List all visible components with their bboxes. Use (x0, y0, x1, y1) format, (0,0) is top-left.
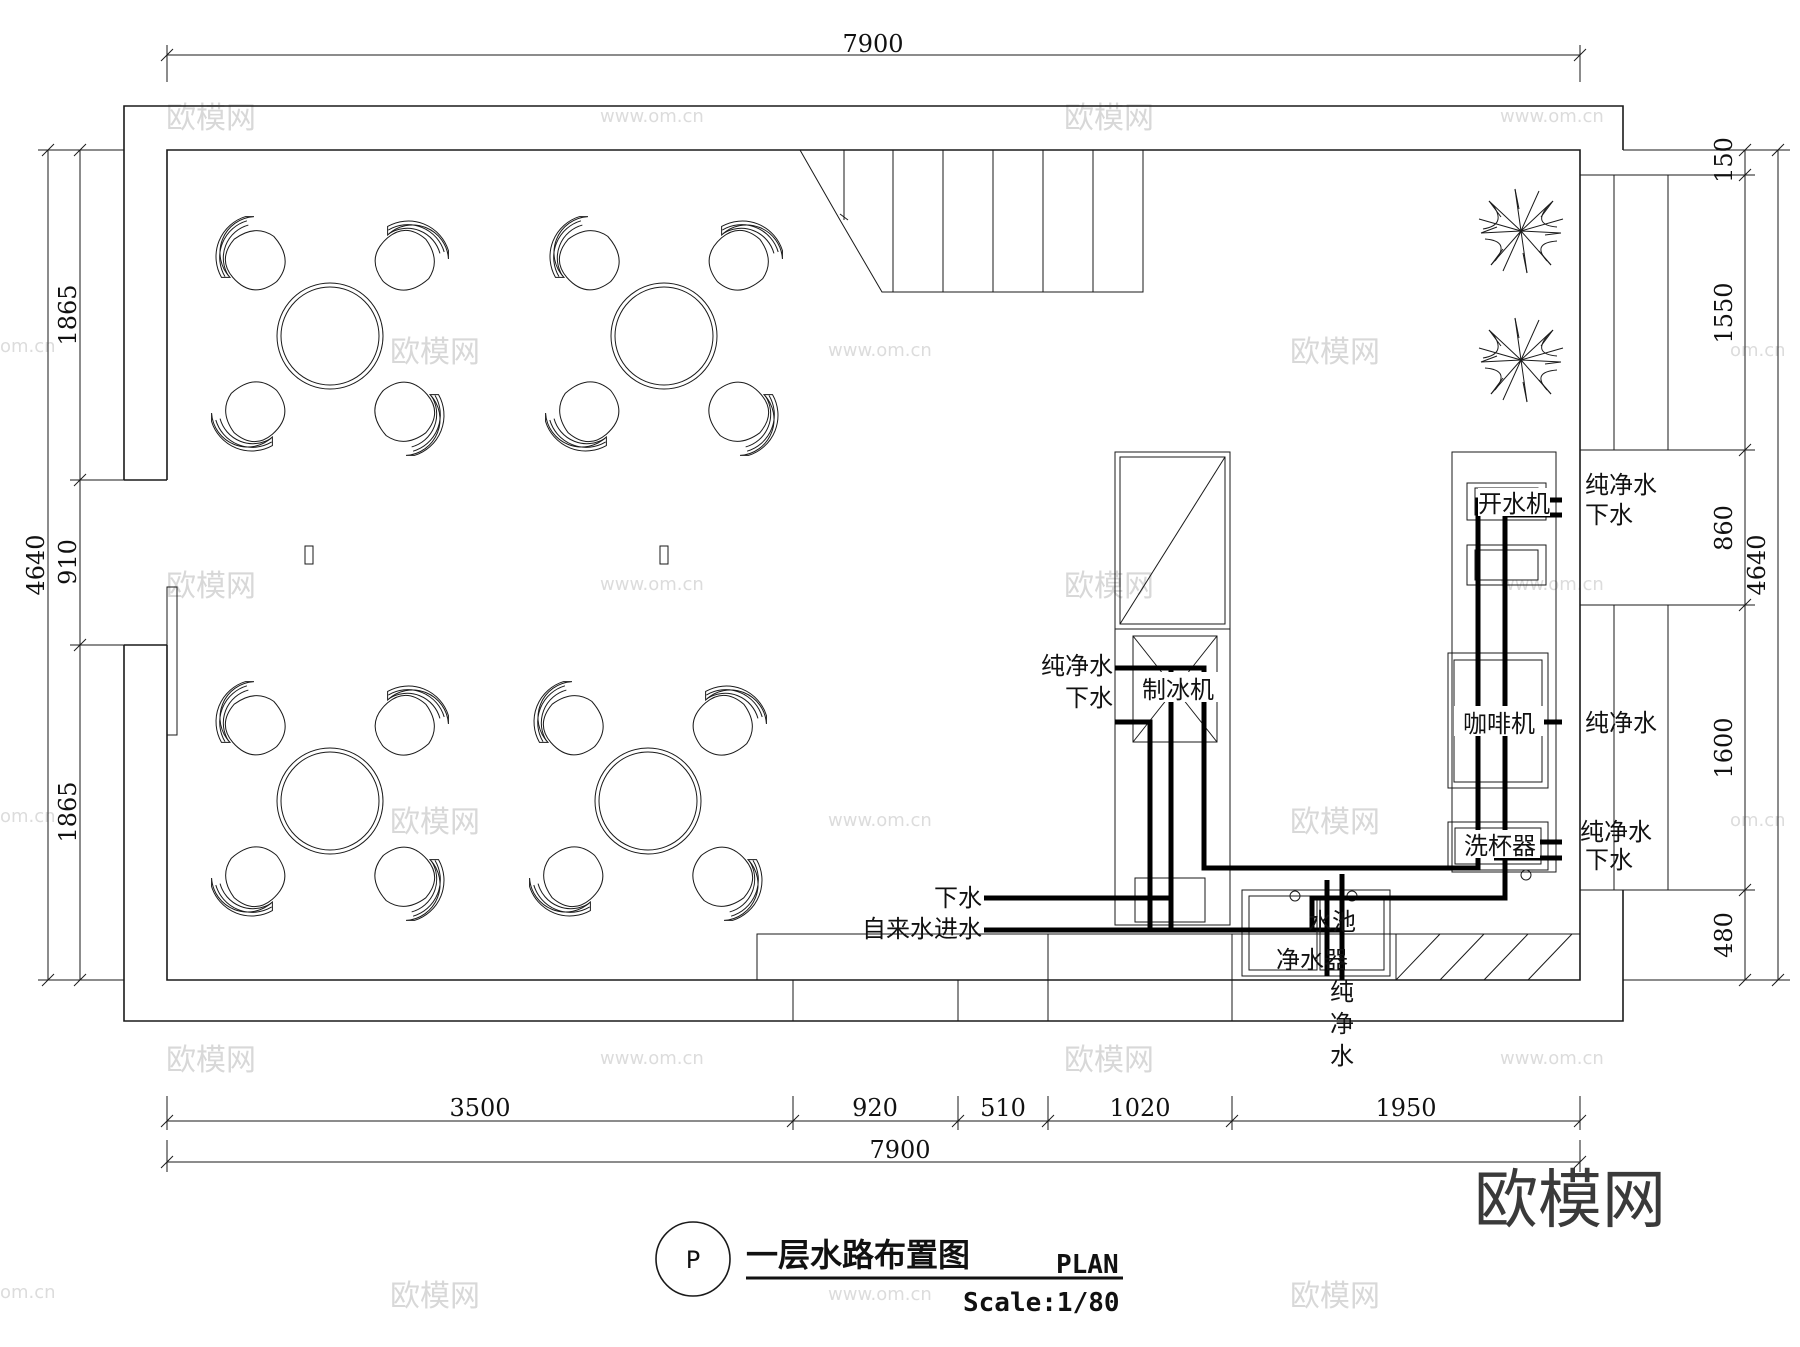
pipe-labels: 纯净水 下水 纯净水 下水 纯净水 纯净水 下水 下水 自来水进水 纯 净 水 (862, 471, 1657, 1070)
purifier-out-label-2: 净 (1330, 1010, 1354, 1038)
watermark-url: om.cn (1730, 340, 1786, 361)
watermark-url: www.om.cn (828, 1284, 932, 1305)
plant-icon (1478, 317, 1564, 403)
plan-symbol-circle (655, 1221, 731, 1297)
boiler-pure-label: 纯净水 (1585, 471, 1657, 499)
coffee-pure-label: 纯净水 (1585, 709, 1657, 737)
plan-scale: Scale:1/80 (963, 1288, 1120, 1318)
dining-set (199, 669, 461, 933)
bottom-dimension: 1950 (1375, 1094, 1436, 1122)
watermark-url: www.om.cn (1500, 106, 1604, 127)
watermark-url: www.om.cn (828, 340, 932, 361)
door-panel (166, 586, 178, 736)
bottom-dimension: 1020 (1109, 1094, 1170, 1122)
right-dimension: 480 (1710, 912, 1738, 958)
watermark-logo: 欧模网 (1290, 805, 1380, 840)
watermark-url: www.om.cn (1500, 574, 1604, 595)
plant-icon (1478, 188, 1564, 274)
window (1579, 604, 1669, 891)
watermark-logo: 欧模网 (166, 569, 256, 604)
main-inlet-label: 自来水进水 (862, 915, 982, 943)
left-dimension: 1865 (54, 781, 82, 842)
washer-drain-label: 下水 (1585, 846, 1633, 874)
right-dimension: 860 (1710, 505, 1738, 551)
dining-set (199, 204, 461, 468)
ice-drain-label: 下水 (1065, 684, 1113, 712)
plan-symbol: P (686, 1246, 700, 1274)
bottom-dimension: 510 (980, 1094, 1026, 1122)
right-dimension: 1550 (1710, 282, 1738, 343)
ice-pure-label: 纯净水 (1041, 652, 1113, 680)
watermark-url: om.cn (1730, 810, 1786, 831)
right-dimensions: 150 1550 860 1600 480 4640 (1623, 137, 1790, 987)
watermark-layer: 欧模网 www.om.cn 欧模网 www.om.cn om.cn 欧模网 ww… (0, 101, 1786, 1314)
column-marker (304, 545, 314, 565)
pipe-ice-pure (1115, 665, 1174, 930)
watermark-url: om.cn (0, 806, 56, 827)
dining-set (533, 204, 795, 468)
top-total-dimension: 7900 (842, 30, 903, 58)
watermark-url: om.cn (0, 336, 56, 357)
watermark-logo: 欧模网 (1064, 1043, 1154, 1078)
right-dimension: 1600 (1710, 717, 1738, 778)
water-boiler-label: 开水机 (1478, 490, 1550, 518)
watermark-logo: 欧模网 (1290, 335, 1380, 370)
watermark-logo: 欧模网 (1290, 1279, 1380, 1314)
watermark-logo: 欧模网 (390, 805, 480, 840)
watermark-logo: 欧模网 (166, 1043, 256, 1078)
sink-label: 水池 (1308, 908, 1356, 936)
purifier-label: 净水器 (1276, 946, 1348, 974)
left-dimensions: 1865 910 1865 4640 (22, 143, 124, 987)
boiler-drain-label: 下水 (1585, 501, 1633, 529)
brand-logo: 欧模网 (1474, 1164, 1666, 1238)
plan-label: PLAN (1056, 1250, 1119, 1280)
watermark-url: www.om.cn (600, 106, 704, 127)
walls (123, 105, 1669, 1022)
plan-title: 一层水路布置图 (746, 1236, 970, 1274)
top-dimension: 7900 (160, 30, 1587, 82)
bottom-dimension: 920 (852, 1094, 898, 1122)
left-dimension: 1865 (54, 284, 82, 345)
dining-set (517, 669, 779, 933)
right-total-dimension: 4640 (1743, 534, 1771, 595)
sink (1241, 889, 1391, 977)
column-marker (659, 545, 669, 565)
left-dimension: 910 (54, 539, 82, 585)
watermark-url: www.om.cn (828, 810, 932, 831)
bottom-dimensions: 3500 920 510 1020 1950 7900 (160, 1094, 1587, 1172)
watermark-url: www.om.cn (600, 1048, 704, 1069)
bottom-dimension: 3500 (449, 1094, 510, 1122)
left-total-dimension: 4640 (22, 534, 50, 595)
watermark-logo: 欧模网 (1064, 569, 1154, 604)
watermark-url: www.om.cn (600, 574, 704, 595)
coffee-machine-label: 咖啡机 (1463, 710, 1535, 738)
watermark-url: om.cn (0, 1282, 56, 1303)
cup-washer-unit (1447, 821, 1549, 871)
watermark-logo: 欧模网 (390, 335, 480, 370)
washer-pure-label: 纯净水 (1580, 818, 1652, 846)
main-drain-label: 下水 (934, 884, 982, 912)
ice-machine-label: 制冰机 (1142, 676, 1214, 704)
staircase (799, 149, 1144, 293)
right-dimension: 150 (1710, 137, 1738, 183)
watermark-url: www.om.cn (1500, 1048, 1604, 1069)
watermark-logo: 欧模网 (390, 1279, 480, 1314)
window (1579, 174, 1669, 451)
bottom-total-dimension: 7900 (869, 1136, 930, 1164)
purifier-out-label-3: 水 (1330, 1042, 1354, 1070)
cup-washer-label: 洗杯器 (1464, 832, 1536, 860)
equipment-labels: 制冰机 开水机 咖啡机 洗杯器 水池 净水器 (1138, 488, 1550, 974)
watermark-logo: 欧模网 (166, 101, 256, 136)
purifier-out-label-1: 纯 (1330, 978, 1354, 1006)
pipe-ice-drain (1115, 719, 1153, 930)
title-block: P 一层水路布置图 PLAN Scale:1/80 (655, 1221, 1123, 1318)
watermark-logo: 欧模网 (1064, 101, 1154, 136)
